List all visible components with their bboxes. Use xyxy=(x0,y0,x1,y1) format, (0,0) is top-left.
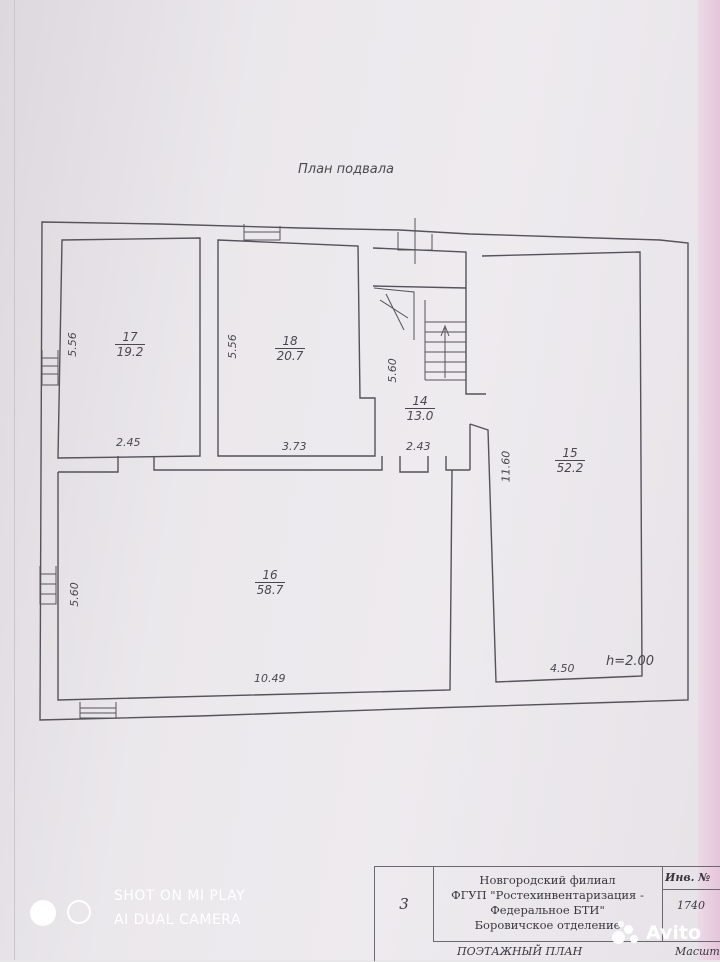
room-16-number: 16 xyxy=(262,568,278,582)
organization-block: Новгородский филиал ФГУП "Ростехинвентар… xyxy=(433,867,663,941)
outer-wall-outline xyxy=(39,221,689,721)
ceiling-height: h=2.00 xyxy=(606,654,655,669)
dim-room-18-width: 3.73 xyxy=(282,440,307,453)
room-18-number: 18 xyxy=(282,334,298,348)
plan-type-row: ПОЭТАЖНЫЙ ПЛАН Масшт xyxy=(433,941,720,962)
org-line-1: Новгородский филиал xyxy=(479,873,616,887)
inventory-label: Инв. № xyxy=(665,871,711,884)
sheet-number: 3 xyxy=(375,867,434,941)
avito-logo-icon xyxy=(612,921,640,945)
room-14-label: 14 13.0 xyxy=(390,394,450,423)
partition-wall xyxy=(58,456,119,473)
plan-title: План подвала xyxy=(298,162,395,177)
filled-circle-icon xyxy=(30,900,56,926)
dim-room-15-width: 4.50 xyxy=(550,662,575,675)
room-15-area: 52.2 xyxy=(554,460,586,475)
avito-brand-text: Avito xyxy=(646,922,702,944)
org-line-3: Федеральное БТИ" xyxy=(490,903,605,917)
plan-type: ПОЭТАЖНЫЙ ПЛАН xyxy=(457,945,583,958)
dim-room-17-height: 5.56 xyxy=(65,332,79,357)
room-17-area: 19.2 xyxy=(114,344,146,359)
dim-room-18-height: 5.56 xyxy=(225,334,239,359)
room-17-label: 17 19.2 xyxy=(100,330,160,359)
entry-door xyxy=(397,218,433,264)
org-line-2: ФГУП "Ростехинвентаризация - xyxy=(451,888,644,902)
room-18-label: 18 20.7 xyxy=(260,334,320,363)
window-left-bottom xyxy=(39,566,57,605)
room-16-area: 58.7 xyxy=(254,582,286,597)
window-top xyxy=(243,224,281,241)
watermark-line-1: SHOT ON MI PLAY xyxy=(114,888,246,904)
room-16-label: 16 58.7 xyxy=(240,568,300,597)
dim-room-17-width: 2.45 xyxy=(116,436,141,449)
title-block: 3 Новгородский филиал ФГУП "Ростехинвент… xyxy=(374,866,720,961)
room-15-label: 15 52.2 xyxy=(540,446,600,475)
room-18-area: 20.7 xyxy=(274,348,306,363)
dim-room-14-width: 2.43 xyxy=(406,440,431,453)
window-bottom xyxy=(79,702,117,719)
avito-watermark: Avito xyxy=(612,920,701,946)
ring-circle-icon xyxy=(67,900,91,924)
margin-line xyxy=(14,0,15,960)
dim-room-15-height: 11.60 xyxy=(499,450,513,483)
room-16-walls xyxy=(57,469,453,701)
room-15-number: 15 xyxy=(562,446,578,460)
inventory-number: 1740 xyxy=(677,899,705,912)
room-17-number: 17 xyxy=(122,330,138,344)
room-14-number: 14 xyxy=(412,394,428,408)
inventory-separator xyxy=(663,889,720,890)
dim-room-16-height: 5.60 xyxy=(67,582,81,607)
room-14-area: 13.0 xyxy=(404,408,436,423)
room-15-walls xyxy=(469,251,643,683)
camera-watermark: SHOT ON MI PLAY AI DUAL CAMERA xyxy=(30,888,270,938)
background-edge xyxy=(698,0,720,960)
room-18-walls xyxy=(217,239,376,457)
inventory-block: Инв. № 1740 xyxy=(663,867,720,941)
window-left-top xyxy=(41,350,59,386)
watermark-line-2: AI DUAL CAMERA xyxy=(114,912,242,928)
scale-label: Масшт xyxy=(675,945,720,958)
org-line-4: Боровичское отделение xyxy=(474,918,621,932)
dim-room-14-height: 5.60 xyxy=(385,358,399,383)
room-17-walls xyxy=(57,237,201,459)
dim-room-16-width: 10.49 xyxy=(254,672,286,685)
